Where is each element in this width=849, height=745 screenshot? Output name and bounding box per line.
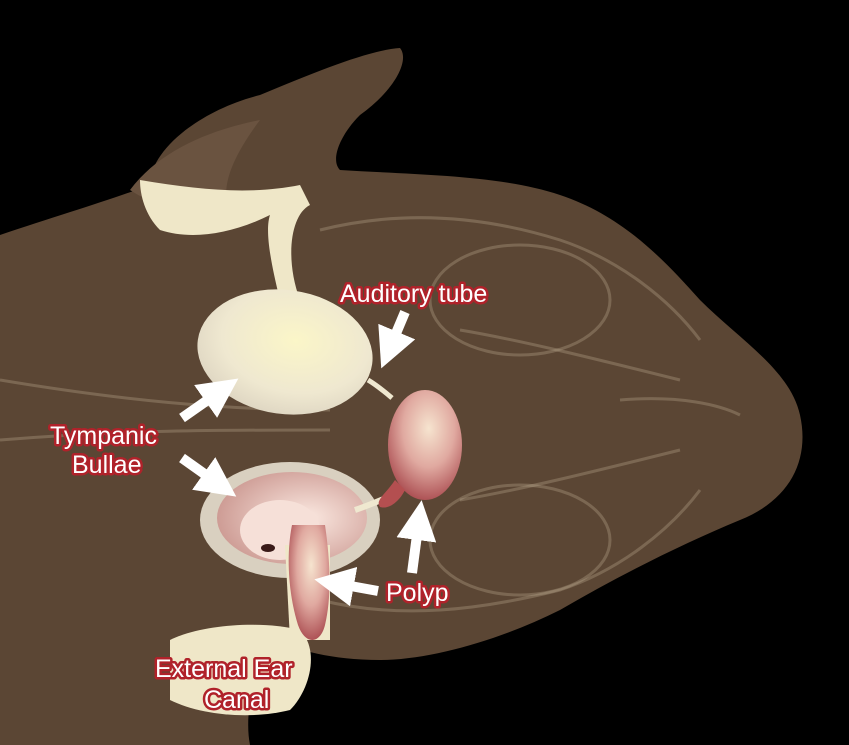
label-polyp: Polyp — [386, 579, 449, 607]
label-tympanic-bullae-line2: Bullae — [72, 451, 142, 479]
arrow-polyp-middle-ear — [412, 520, 419, 573]
label-tympanic-bullae-line1: Tympanic — [50, 422, 157, 450]
label-auditory-tube: Auditory tube — [340, 280, 487, 308]
label-external-ear-canal-line2: Canal — [204, 686, 269, 714]
label-external-ear-canal-line1: External Ear — [155, 655, 293, 683]
